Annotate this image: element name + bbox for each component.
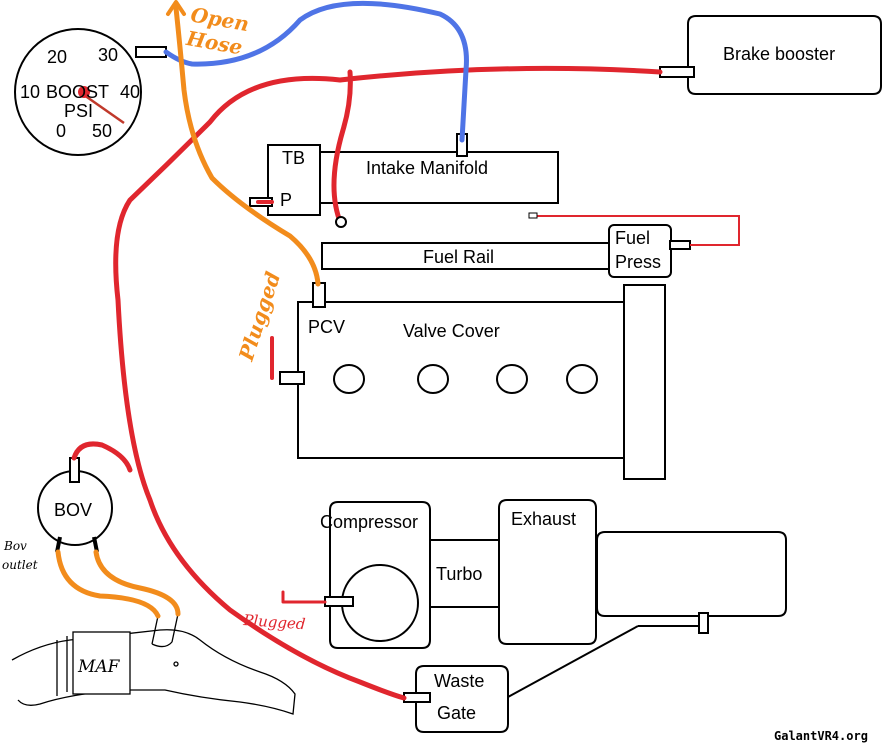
throttle-body: TB P (249, 144, 321, 216)
turbo-label: Turbo (436, 564, 482, 584)
gauge-tick-0: 0 (56, 121, 66, 141)
brake-booster-port (659, 66, 695, 78)
gauge-port (135, 46, 167, 58)
hose-bov-left-outlet (55, 549, 161, 619)
gauge-tick-10: 10 (20, 82, 40, 102)
exhaust-housing (498, 499, 597, 645)
pcv-and-bov-outlet-lines (55, 5, 321, 619)
gauge-tick-40: 40 (120, 82, 140, 102)
waste-gate: Waste Gate (403, 665, 509, 733)
fuel-rail: Fuel Rail (321, 242, 613, 270)
annotation-plugged-compressor: Plugged (242, 611, 306, 633)
valve-cover-label: Valve Cover (403, 321, 500, 341)
brake-booster-label: Brake booster (723, 44, 835, 64)
fuel-press-label-line2: Press (615, 252, 661, 272)
exhaust-label: Exhaust (511, 509, 576, 529)
turbocharger: Compressor Turbo Exhaust (320, 499, 787, 698)
pcv-label: PCV (308, 317, 345, 337)
breather-port (279, 371, 305, 385)
brake-booster: Brake booster (659, 15, 882, 95)
maf-intake-pipe: MAF (11, 613, 296, 715)
open-hose-arrow (166, 0, 186, 16)
hose-bov-top (71, 441, 133, 473)
fuel-pressure-regulator: Fuel Press (608, 224, 691, 278)
manifold-side-port (528, 212, 538, 219)
gauge-tick-50: 50 (92, 121, 112, 141)
annotation-bov-outlet-line2: outlet (2, 558, 38, 572)
tb-port-label: P (280, 190, 292, 210)
watermark: GalantVR4.org (774, 729, 868, 743)
spark-plug-hole-3 (496, 364, 528, 394)
bov-outlet-left (55, 536, 62, 553)
valve-cover: Valve Cover PCV (279, 282, 666, 480)
waste-gate-label-line1: Waste (434, 671, 484, 691)
spark-plug-hole-1 (333, 364, 365, 394)
spark-plug-hole-2 (417, 364, 449, 394)
boost-gauge: 20 30 10 40 0 50 BOOST PSI (14, 28, 167, 156)
gauge-tick-30: 30 (98, 45, 118, 65)
annotation-open-hose: Open Hose (184, 2, 251, 59)
annotation-plugged-pcv: Plugged (234, 269, 286, 365)
bov-top-port (69, 457, 80, 483)
waste-gate-label-line2: Gate (437, 703, 476, 723)
intake-manifold: Intake Manifold (319, 133, 559, 204)
hose-manifold-to-brake-booster (337, 65, 663, 83)
fuel-press-label-line1: Fuel (615, 228, 650, 248)
fuel-press-vacuum-line (533, 215, 740, 246)
fuel-press-port (669, 240, 691, 250)
hose-pcv-open (173, 5, 321, 287)
vacuum-lines (71, 65, 663, 701)
bov-label: BOV (54, 500, 92, 520)
bov-outlet-right (92, 536, 99, 553)
hose-bov-right-outlet (93, 549, 181, 617)
gauge-label-psi: PSI (64, 101, 93, 121)
boost-gauge-line (163, 0, 469, 143)
waste-gate-port (403, 692, 431, 703)
pcv-valve-port (312, 282, 326, 308)
fuel-rail-label: Fuel Rail (423, 247, 494, 267)
intake-manifold-label: Intake Manifold (366, 158, 488, 178)
maf-label: MAF (77, 657, 121, 677)
hose-main-to-bov-and-wastegate (113, 75, 407, 701)
tb-label: TB (282, 148, 305, 168)
cam-end-plate (623, 284, 666, 480)
downpipe-port (698, 612, 709, 634)
downpipe (596, 531, 787, 617)
blow-off-valve: BOV (37, 457, 113, 553)
annotation-bov-outlet-line1: Bov (3, 539, 27, 553)
manifold-bottom-port (335, 216, 347, 228)
compressor-label: Compressor (320, 512, 418, 532)
hose-plugged-compressor (281, 590, 327, 604)
gauge-tick-20: 20 (47, 47, 67, 67)
gauge-label-boost: BOOST (46, 82, 109, 102)
compressor-port (324, 596, 354, 607)
spark-plug-hole-4 (566, 364, 598, 394)
hose-manifold-bottom (331, 69, 353, 227)
